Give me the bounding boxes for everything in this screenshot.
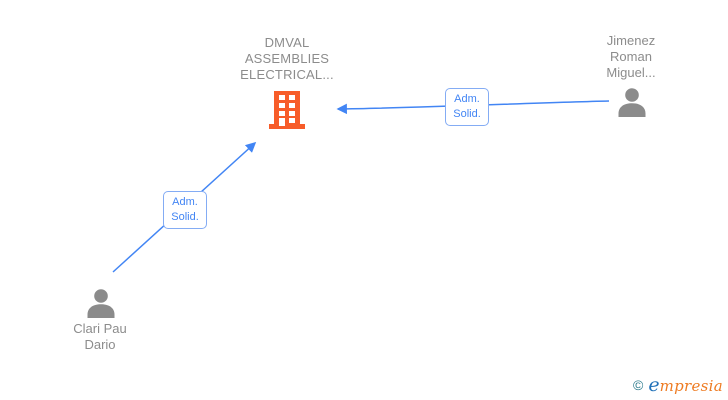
edge-label-line2: Solid. <box>171 211 199 223</box>
edge-label-adm-solid-jimenez: Adm. Solid. <box>445 88 489 126</box>
edge-label-line2: Solid. <box>453 108 481 120</box>
company-node-label[interactable]: DMVAL ASSEMBLIES ELECTRICAL... <box>197 35 377 83</box>
company-name-line2: ASSEMBLIES <box>244 51 330 66</box>
company-name-line1: DMVAL <box>264 35 310 50</box>
person-name-line3: Miguel... <box>606 65 656 80</box>
person-name-line2: Roman <box>610 49 652 64</box>
edge-label-line1: Adm. <box>454 93 480 105</box>
company-name-line3: ELECTRICAL... <box>240 67 334 82</box>
person-icon <box>87 289 115 318</box>
empresia-logo-e: e <box>648 374 660 396</box>
edge-label-line1: Adm. <box>172 196 198 208</box>
watermark: © empresia <box>633 374 723 396</box>
person-node-icon-clari[interactable] <box>86 288 116 323</box>
person-name-line1: Clari Pau <box>73 321 127 336</box>
person-name-line2: Dario <box>84 337 116 352</box>
person-icon <box>618 88 646 117</box>
person-node-label-clari[interactable]: Clari Pau Dario <box>40 321 160 353</box>
empresia-logo-rest: mpresia <box>659 377 723 395</box>
person-node-label-jimenez[interactable]: Jimenez Roman Miguel... <box>571 33 691 81</box>
person-name-line1: Jimenez <box>606 33 656 48</box>
building-icon <box>269 91 305 129</box>
edge-label-adm-solid-clari: Adm. Solid. <box>163 191 207 229</box>
person-node-icon-jimenez[interactable] <box>617 87 647 122</box>
copyright-icon: © <box>633 377 644 393</box>
empresia-logo: empresia <box>648 374 723 396</box>
company-node-icon[interactable] <box>268 91 306 134</box>
